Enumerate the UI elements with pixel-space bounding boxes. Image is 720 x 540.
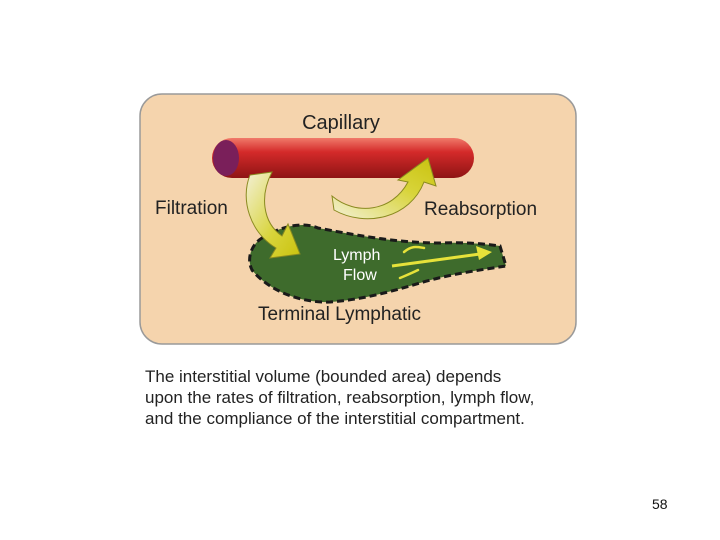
capillary-label: Capillary bbox=[302, 112, 380, 134]
filtration-arrow bbox=[245, 171, 301, 259]
caption-line-3: and the compliance of the interstitial c… bbox=[145, 409, 525, 428]
lymph-flow-label-line2: Flow bbox=[343, 267, 377, 284]
terminal-lymphatic-label: Terminal Lymphatic bbox=[258, 304, 421, 325]
lymph-accent-lower bbox=[398, 268, 420, 280]
filtration-label: Filtration bbox=[155, 198, 228, 219]
caption-line-2: upon the rates of filtration, reabsorpti… bbox=[145, 388, 535, 407]
terminal-lymphatic-shape bbox=[248, 223, 508, 304]
caption-line-1: The interstitial volume (bounded area) d… bbox=[145, 367, 502, 386]
lymph-flow-arrow bbox=[391, 246, 492, 268]
reabsorption-label: Reabsorption bbox=[424, 199, 537, 220]
page-number: 58 bbox=[652, 496, 668, 512]
lymph-accent-upper bbox=[402, 245, 426, 254]
reabsorption-arrow bbox=[331, 157, 437, 220]
lymph-flow-label-line1: Lymph bbox=[333, 247, 380, 264]
capillary-vessel bbox=[212, 138, 474, 178]
